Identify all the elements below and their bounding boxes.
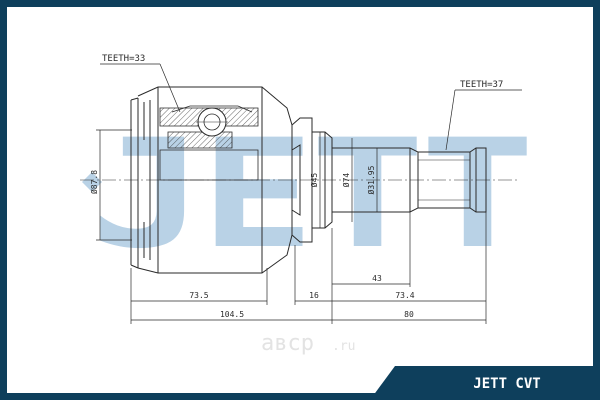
dim-80-label: 80	[404, 310, 414, 319]
dim-16-label: 16	[309, 291, 319, 300]
teeth-leader-left	[100, 63, 181, 113]
teeth-right-label: TEETH=37	[460, 80, 503, 90]
teeth-leader-right	[445, 89, 522, 151]
site-watermark-text: авср	[261, 331, 314, 356]
site-watermark-suffix: .ru	[332, 339, 355, 354]
dim-43-label: 43	[372, 274, 382, 283]
footer-brand-label: JETT CVT	[473, 376, 540, 392]
footer-tab	[370, 366, 600, 400]
teeth-left-label: TEETH=33	[102, 54, 145, 64]
dia-31-95-label: Ø31.95	[366, 165, 376, 194]
dim-104-5-label: 104.5	[220, 310, 244, 319]
length-dimensions	[130, 212, 487, 324]
brand-watermark: JETT	[90, 108, 530, 282]
dim-73-5-label: 73.5	[189, 291, 208, 300]
dim-73-4-label: 73.4	[395, 291, 414, 300]
dia-74-label: Ø74	[341, 173, 351, 188]
site-watermark: авср .ru	[261, 331, 355, 356]
diameter-dimensions	[96, 129, 378, 241]
dia-45-label: Ø45	[309, 173, 319, 188]
joint-housing	[130, 86, 313, 274]
stub-shaft	[312, 131, 487, 229]
dia-87-8-label: Ø87.8	[89, 170, 99, 194]
watermark-diamond	[82, 172, 102, 192]
cutaway-section	[159, 105, 259, 181]
